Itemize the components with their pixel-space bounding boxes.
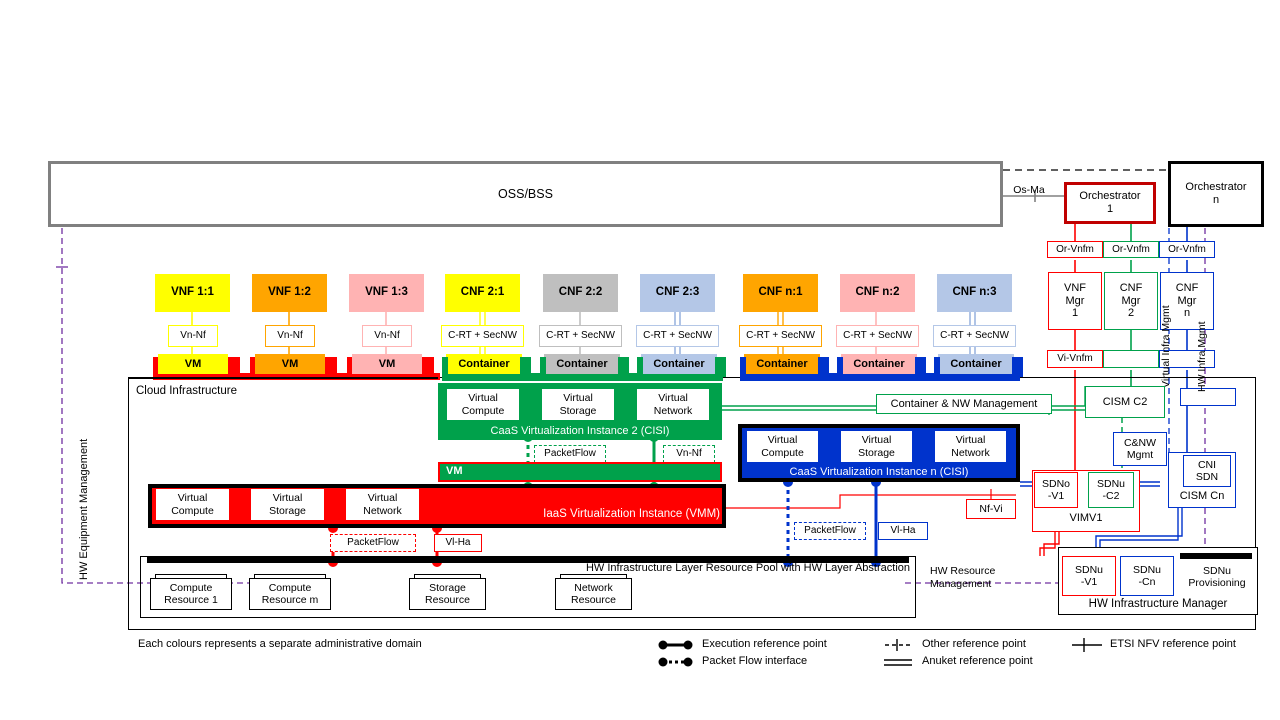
reference-point-crt-secnw-6[interactable]: C-RT + SecNW (933, 325, 1016, 347)
hw-infra-mgmt-label: HW Infra Mgmt (1196, 321, 1208, 392)
legend-anuket-reference-point: Anuket reference point (922, 655, 1033, 667)
caas-instance-2-title: CaaS Virtualization Instance 2 (CISI) (490, 424, 670, 437)
unit-vm-2-top[interactable]: VM (255, 354, 325, 374)
reference-point-crt-secnw-1[interactable]: C-RT + SecNW (441, 325, 524, 347)
oss-bss-label: OSS/BSS (498, 186, 553, 201)
orchestrator-1-label: Orchestrator (1079, 190, 1141, 203)
function-box-vnf-1-2[interactable]: VNF 1:2 (252, 274, 327, 312)
caas2-vm-label: VM (446, 465, 463, 477)
legend-packet-flow-interface: Packet Flow interface (702, 655, 808, 667)
caas2-ref-packetflow[interactable]: PacketFlow (534, 445, 606, 463)
function-box-vnf-1-3[interactable]: VNF 1:3 (349, 274, 424, 312)
or-vnfm-red[interactable]: Or-Vnfm (1047, 241, 1103, 258)
caas2-vm-band[interactable] (438, 462, 722, 482)
hw-equipment-management-label: HW Equipment Management (78, 438, 90, 580)
orchestrator-1-box[interactable]: Orchestrator 1 (1064, 182, 1156, 224)
cloud-infrastructure-top-edge (128, 377, 438, 379)
or-vnfm-blue[interactable]: Or-Vnfm (1159, 241, 1215, 258)
unit-container-1-top[interactable]: Container (448, 354, 520, 374)
hw-pool-top-bar (147, 556, 909, 563)
vnf-mgr-1-box[interactable]: VNF Mgr 1 (1048, 272, 1102, 330)
cism-c2-box[interactable]: CISM C2 (1085, 386, 1165, 418)
cism-cn-label: CISM Cn (1179, 489, 1225, 502)
cloud-infrastructure-label: Cloud Infrastructure (136, 385, 237, 397)
orchestrator-1-index: 1 (1106, 203, 1114, 215)
function-box-cnf-n-3[interactable]: CNF n:3 (937, 274, 1012, 312)
hw-resource-management-label: HW Resource Management (930, 565, 996, 591)
function-box-vnf-1-1[interactable]: VNF 1:1 (155, 274, 230, 312)
reference-point-crt-secnw-2[interactable]: C-RT + SecNW (539, 325, 622, 347)
oss-bss-box[interactable]: OSS/BSS (48, 161, 1003, 227)
compute-resource-m[interactable]: Compute Resource m (249, 578, 331, 610)
sdnu-provisioning-bar (1180, 553, 1252, 559)
iaas-ref-vl-ha[interactable]: Vl-Ha (434, 534, 482, 552)
iaas-instance-panel[interactable] (148, 484, 726, 528)
vi-vnfm-green-blank[interactable] (1103, 350, 1159, 368)
cnf-mgr-2-box[interactable]: CNF Mgr 2 (1104, 272, 1158, 330)
caas2-ref-vn-nf[interactable]: Vn-Nf (663, 445, 715, 463)
orchestrator-n-box[interactable]: Orchestrator n (1168, 161, 1264, 227)
os-ma-label: Os-Ma (1013, 183, 1045, 196)
hw-pool-title: HW Infrastructure Layer Resource Pool wi… (585, 562, 910, 574)
vi-vnfm-red[interactable]: Vi-Vnfm (1047, 350, 1103, 368)
unit-container-3-top[interactable]: Container (643, 354, 715, 374)
sdnu-v1-box[interactable]: SDNu -V1 (1062, 556, 1116, 596)
reference-point-crt-secnw-4[interactable]: C-RT + SecNW (739, 325, 822, 347)
caas-instance-n-title: CaaS Virtualization Instance n (CISI) (789, 465, 969, 478)
nf-vi-box[interactable]: Nf-Vi (966, 499, 1016, 519)
sdnu-cn-box[interactable]: SDNu -Cn (1120, 556, 1174, 596)
sdno-v1-box[interactable]: SDNo -V1 (1034, 472, 1078, 508)
iaas-ref-packetflow[interactable]: PacketFlow (330, 534, 416, 552)
caasn-ref-packetflow[interactable]: PacketFlow (794, 522, 866, 540)
cnw-mgmt-box[interactable]: C&NW Mgmt (1113, 432, 1167, 466)
legend-other-reference-point: Other reference point (922, 638, 1026, 650)
vim-v1-label: VIMV1 (1069, 511, 1103, 524)
storage-resource[interactable]: Storage Resource (409, 578, 486, 610)
reference-point-vn-nf-2[interactable]: Vn-Nf (265, 325, 315, 347)
vi-vnfm-blue-blank[interactable] (1159, 350, 1215, 368)
function-box-cnf-2-3[interactable]: CNF 2:3 (640, 274, 715, 312)
legend-etsi-nfv-reference-point: ETSI NFV reference point (1110, 638, 1236, 650)
or-vnfm-green[interactable]: Or-Vnfm (1103, 241, 1159, 258)
unit-container-4-top[interactable]: Container (746, 354, 818, 374)
unit-container-5-top[interactable]: Container (843, 354, 915, 374)
hw-infrastructure-manager-label: HW Infrastructure Manager (1088, 598, 1228, 611)
cni-sdn-box[interactable]: CNI SDN (1183, 455, 1231, 487)
unit-vm-1-top[interactable]: VM (158, 354, 228, 374)
orchestrator-n-label: Orchestrator (1185, 181, 1247, 194)
virtual-infra-mgmt-label: Virtual Infra Mgmt (1160, 305, 1172, 388)
reference-point-vn-nf-1[interactable]: Vn-Nf (168, 325, 218, 347)
sdnu-provisioning-label: SDNu Provisioning (1188, 564, 1246, 589)
legend-execution-reference-point: Execution reference point (702, 638, 827, 650)
function-box-cnf-n-1[interactable]: CNF n:1 (743, 274, 818, 312)
function-box-cnf-2-1[interactable]: CNF 2:1 (445, 274, 520, 312)
caasn-ref-vl-ha[interactable]: Vl-Ha (878, 522, 928, 540)
unit-container-2-top[interactable]: Container (546, 354, 618, 374)
sdnu-c2-box[interactable]: SDNu -C2 (1088, 472, 1134, 508)
cnf-mgr-n-box[interactable]: CNF Mgr n (1160, 272, 1214, 330)
footnote-label: Each colours represents a separate admin… (138, 638, 422, 650)
unit-container-6-top[interactable]: Container (940, 354, 1012, 374)
reference-point-crt-secnw-3[interactable]: C-RT + SecNW (636, 325, 719, 347)
iaas-instance-title: IaaS Virtualization Instance (VMM) (543, 508, 720, 520)
compute-resource-1[interactable]: Compute Resource 1 (150, 578, 232, 610)
orchestrator-n-index: n (1212, 194, 1220, 206)
network-resource[interactable]: Network Resource (555, 578, 632, 610)
unit-vm-3-top[interactable]: VM (352, 354, 422, 374)
cism-cn-ref-blank[interactable] (1180, 388, 1236, 406)
container-nw-management-box[interactable]: Container & NW Management (876, 394, 1052, 414)
reference-point-vn-nf-3[interactable]: Vn-Nf (362, 325, 412, 347)
function-box-cnf-n-2[interactable]: CNF n:2 (840, 274, 915, 312)
reference-point-crt-secnw-5[interactable]: C-RT + SecNW (836, 325, 919, 347)
function-box-cnf-2-2[interactable]: CNF 2:2 (543, 274, 618, 312)
